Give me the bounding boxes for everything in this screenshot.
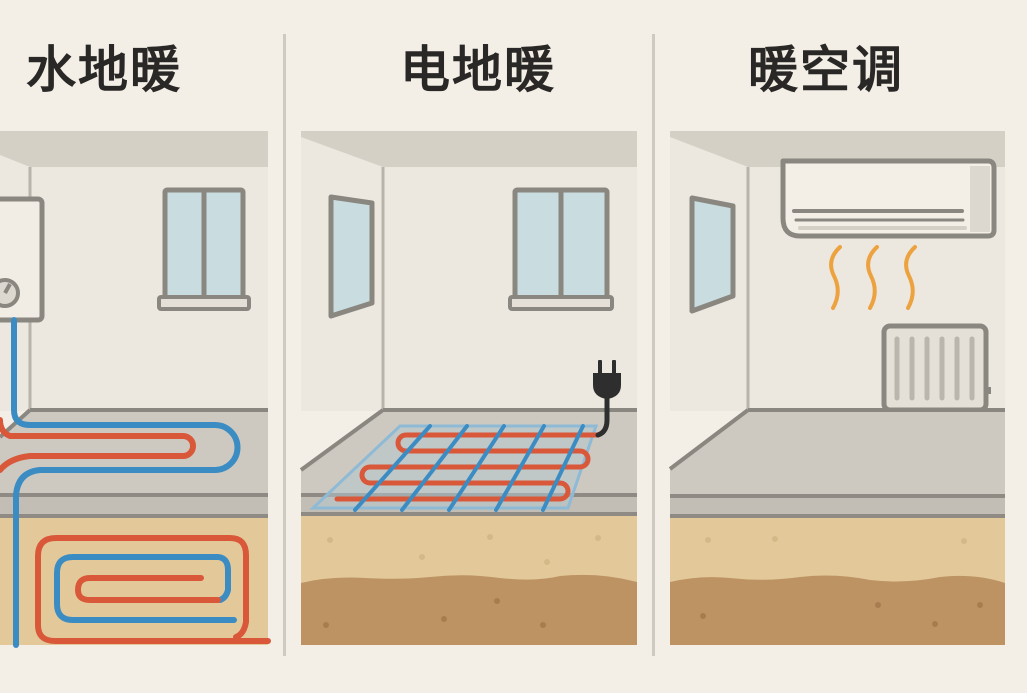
panel-title-water-floor-heating: 水地暖 xyxy=(26,41,182,99)
boiler-icon xyxy=(0,196,45,323)
panel-heating-air-conditioner xyxy=(668,131,1005,645)
heating-pipes xyxy=(0,317,271,648)
radiator-icon xyxy=(881,323,991,413)
sand-dots xyxy=(705,536,967,544)
panel-title-heating-air-conditioner: 暖空调 xyxy=(748,41,904,99)
side-window-icon xyxy=(328,194,375,319)
panel-electric-floor-heating xyxy=(299,131,637,645)
side-window-icon xyxy=(689,195,736,314)
window-icon xyxy=(157,187,251,311)
panel-water-floor-heating xyxy=(0,131,271,648)
panel-divider-2 xyxy=(652,34,655,656)
soil-dots xyxy=(700,602,983,627)
power-plug-icon xyxy=(593,360,621,438)
panel-title-electric-floor-heating: 电地暖 xyxy=(400,41,556,99)
window-icon xyxy=(508,187,614,311)
air-conditioner-icon xyxy=(780,158,997,239)
soil-dots xyxy=(323,598,546,628)
sand-dots xyxy=(327,534,601,565)
heating-mat xyxy=(309,424,601,512)
warm-air-icon xyxy=(829,245,917,310)
panel-divider-1 xyxy=(283,34,286,656)
